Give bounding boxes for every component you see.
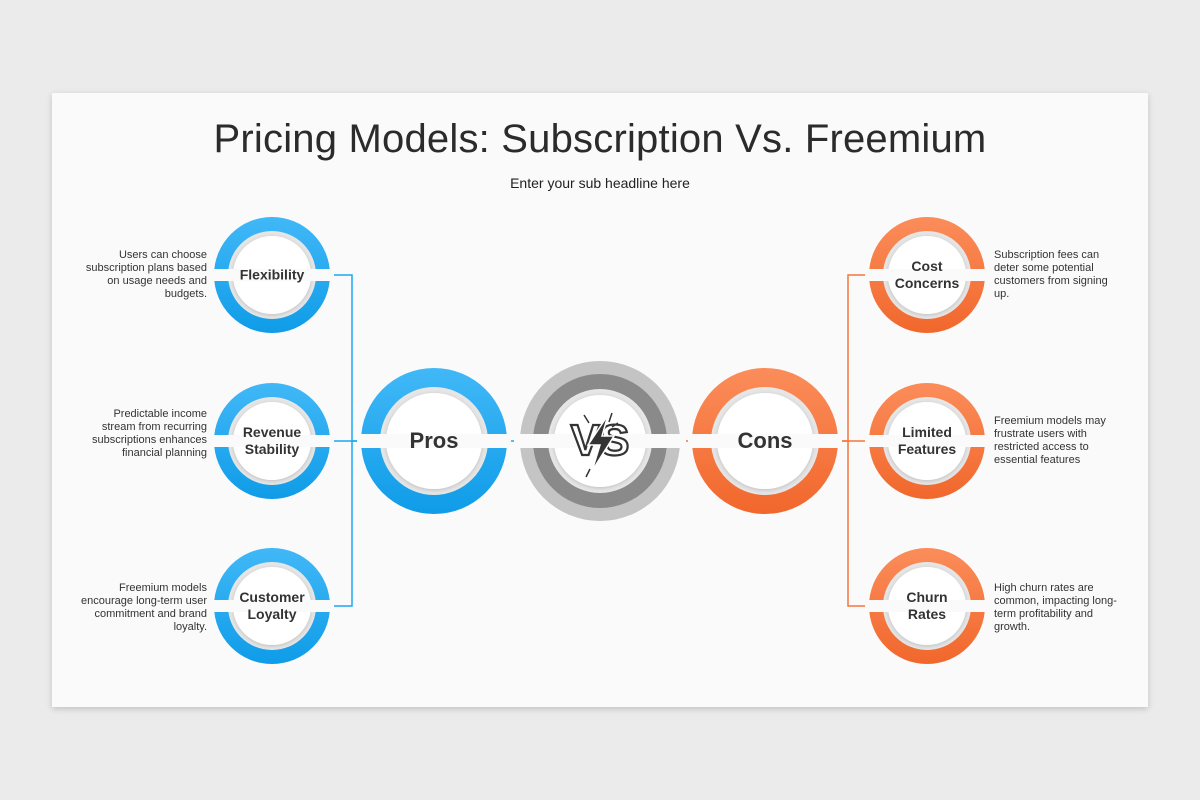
cons-item-label-2-line1: Limited <box>902 424 952 441</box>
pros-item-label-2-line1: Revenue <box>242 424 302 441</box>
pros-item-label-1-line1: Flexibility <box>239 266 305 283</box>
cons-item-node-1 <box>865 217 989 333</box>
page-title: Pricing Models: Subscription Vs. Freemiu… <box>213 117 987 161</box>
cons-item-description-2: Freemium models may frustrate users with… <box>994 415 1106 466</box>
cons-item-label-1-line2: Concerns <box>894 275 960 291</box>
pros-item-label-3: Customer Loyalty <box>239 589 304 623</box>
cons-item-label-1: Cost Concerns <box>895 258 960 292</box>
diagram-canvas: VS <box>210 217 989 664</box>
slide: Pricing Models: Subscription Vs. Freemiu… <box>52 93 1148 707</box>
pros-node <box>357 368 511 514</box>
cons-item-label-2-line2: Features <box>897 441 957 457</box>
cons-item-label-3: Churn Rates <box>906 589 947 623</box>
cons-item-label-3-line1: Churn <box>906 589 948 606</box>
pros-item-label-2: Revenue Stability <box>243 424 301 458</box>
cons-item-node-3 <box>865 548 989 664</box>
pros-item-label-1: Flexibility <box>240 267 305 284</box>
pros-item-label-2-line2: Stability <box>244 441 300 457</box>
page-subtitle: Enter your sub headline here <box>510 175 690 191</box>
pros-label: Pros <box>409 427 459 453</box>
pros-item-node-2 <box>210 383 334 499</box>
vs-lightning-icon: VS <box>570 412 630 478</box>
pros-item-node-3 <box>210 548 334 664</box>
pros-item-description-2: Predictable income stream from recurring… <box>92 408 207 459</box>
cons-item-label-3-line2: Rates <box>907 606 947 622</box>
pros-item-description-3: Freemium models encourage long-term user… <box>81 582 207 633</box>
pros-item-label-3-line1: Customer <box>239 589 305 606</box>
cons-item-node-2 <box>865 383 989 499</box>
pros-item-label-3-line2: Loyalty <box>247 606 297 622</box>
cons-node <box>688 368 842 514</box>
cons-item-description-1: Subscription fees can deter some potenti… <box>994 249 1108 300</box>
cons-item-label-2: Limited Features <box>898 424 956 458</box>
cons-item-label-1-line1: Cost <box>911 258 943 275</box>
cons-item-description-3: High churn rates are common, impacting l… <box>994 582 1117 633</box>
pros-item-description-1: Users can choose subscription plans base… <box>85 249 207 300</box>
cons-label: Cons <box>737 427 793 453</box>
pros-item-node-1 <box>210 217 334 333</box>
